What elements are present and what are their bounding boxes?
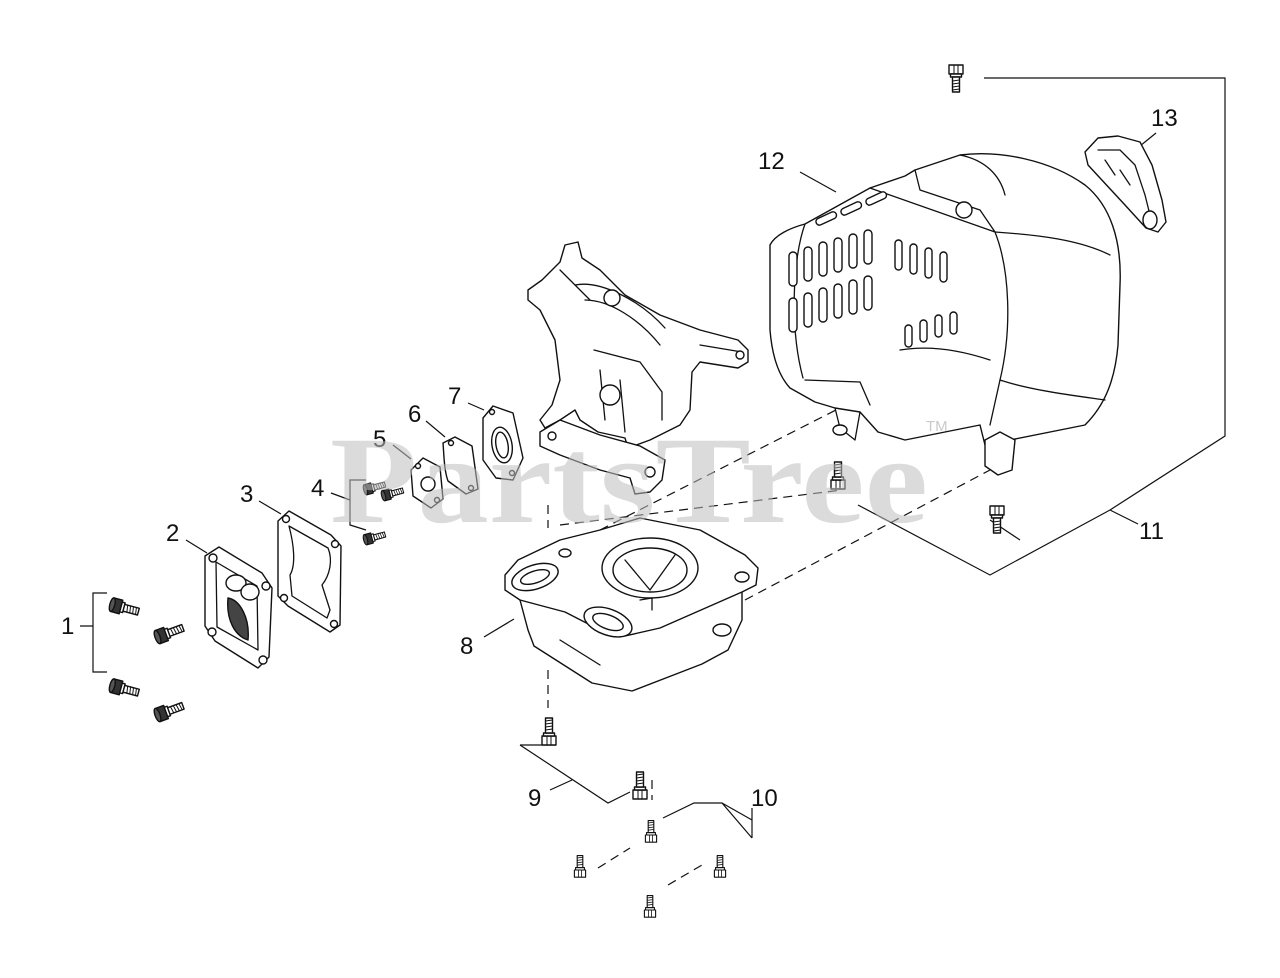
leader-part-6 — [425, 420, 446, 438]
bolt-icon — [107, 677, 141, 701]
callout-11: 11 — [1139, 518, 1164, 545]
plate-part-5 — [410, 457, 444, 509]
bolt-icon — [152, 620, 187, 646]
leader-part-13 — [1139, 132, 1157, 147]
alignment-lines — [547, 409, 991, 886]
callout-3: 3 — [240, 481, 253, 508]
bracket-part-4 — [330, 479, 367, 531]
callout-12: 12 — [758, 148, 785, 175]
bolt-icon — [989, 505, 1005, 534]
callout-7: 7 — [448, 383, 461, 410]
leader-part-7 — [467, 402, 485, 411]
watermark-text: PartsTree — [330, 412, 928, 549]
watermark: PartsTree TM — [330, 412, 948, 549]
gasket-part-3 — [277, 510, 342, 633]
gasket-part-6 — [442, 436, 479, 495]
bolt-icon — [713, 855, 727, 878]
leader-part-2 — [185, 539, 208, 554]
leader-part-3 — [258, 500, 282, 515]
bracket-part-10 — [662, 802, 753, 839]
insulator-part-2 — [204, 546, 273, 669]
bolts-part-1 — [107, 596, 187, 724]
bolts-part-10 — [573, 820, 727, 918]
callout-4: 4 — [311, 475, 324, 502]
cover-vent-slots — [788, 191, 958, 348]
bolt-icon — [643, 895, 657, 918]
bolt-icon — [107, 596, 141, 620]
callout-1: 1 — [61, 613, 74, 640]
crankcase — [527, 241, 749, 495]
plate-part-7 — [482, 405, 524, 481]
bolt-icon — [573, 855, 587, 878]
leader-part-8 — [483, 618, 515, 638]
callout-13: 13 — [1151, 105, 1178, 132]
leader-lines — [80, 77, 1226, 839]
bolt-icon — [541, 717, 557, 746]
callout-5: 5 — [373, 426, 386, 453]
engine-cover-part-12 — [769, 153, 1121, 476]
bolt-icon — [632, 771, 648, 800]
callout-10: 10 — [751, 785, 778, 812]
callout-9: 9 — [528, 785, 541, 812]
cap-part-13 — [1084, 135, 1167, 233]
callout-2: 2 — [166, 520, 179, 547]
callout-8: 8 — [460, 633, 473, 660]
bolt-icon — [644, 820, 658, 843]
watermark-tm: TM — [926, 418, 948, 435]
bolt-icon — [152, 698, 187, 724]
leader-part-12 — [799, 171, 837, 193]
bolt-icon — [948, 64, 964, 93]
leader-part-5 — [392, 444, 412, 460]
bracket-part-1 — [80, 592, 107, 673]
callouts: 1 2 3 4 5 6 7 8 9 10 11 12 13 — [61, 105, 1178, 812]
cylinder-part-8 — [504, 517, 759, 692]
callout-6: 6 — [408, 401, 421, 428]
